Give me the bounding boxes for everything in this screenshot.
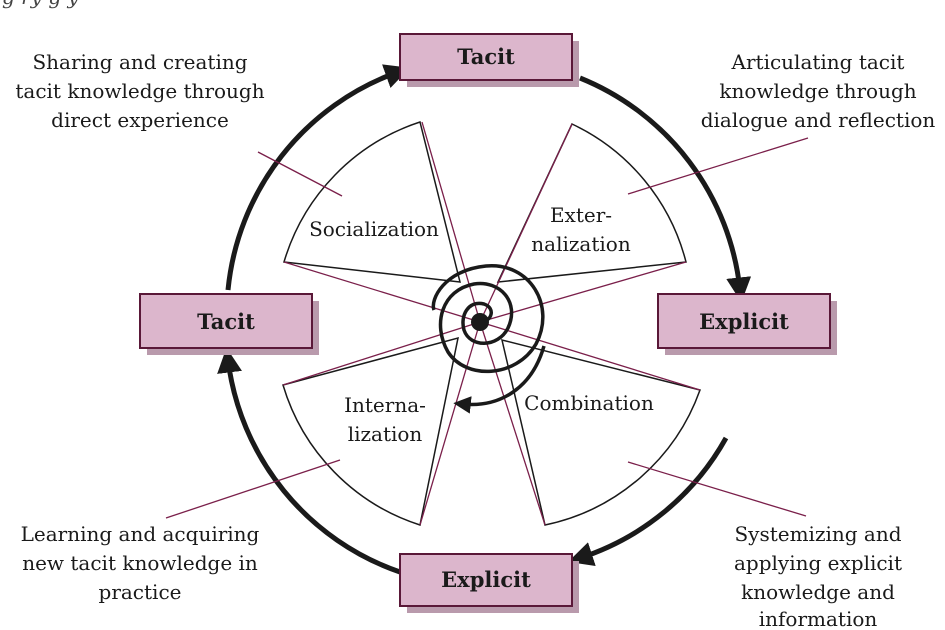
note-bottom-right-4: information [759, 607, 878, 630]
axis-line-upper-right [479, 123, 573, 323]
box-bottom-label: Explicit [441, 567, 531, 592]
spiral-center-dot [471, 313, 489, 331]
spiral-path [431, 264, 545, 373]
box-right-label: Explicit [699, 309, 789, 334]
leader-lines [165, 121, 809, 526]
axis-line-top [421, 121, 481, 323]
axis-line-left-lower [282, 321, 481, 386]
note-bottom-right-3: knowledge and [741, 580, 895, 604]
sector-label-socialization: Socialization [309, 217, 439, 241]
sector-internalization [282, 336, 459, 526]
note-bottom-left-2: new tacit knowledge in [22, 551, 258, 575]
cycle-arc-bottom-right [568, 436, 729, 567]
note-top-right-2: knowledge through [719, 79, 916, 103]
sector-label-internalization-2: lization [348, 422, 423, 446]
axis-line-bottom-left [419, 321, 481, 526]
leader-bottom-left [165, 459, 341, 519]
note-bottom-left-3: practice [99, 580, 182, 604]
note-top-left-1: Sharing and creating [32, 50, 247, 74]
axis-line-right-lower [479, 321, 701, 391]
note-top-right-3: dialogue and reflection [701, 108, 936, 132]
leader-top-right [627, 137, 809, 195]
leader-bottom-right [627, 461, 807, 517]
note-bottom-left-1: Learning and acquiring [21, 522, 260, 546]
spiral-tail-arrow [453, 345, 546, 414]
knowledge-spiral [431, 264, 546, 414]
note-bottom-right-1: Systemizing and [734, 522, 901, 546]
box-left-label: Tacit [197, 309, 255, 334]
cycle-arc-top-right [579, 75, 752, 303]
sector-label-externalization-1: Exter- [550, 203, 612, 227]
cycle-arc-bottom-left [217, 347, 401, 575]
sector-externalization [496, 123, 687, 283]
axis-line-left-upper [283, 261, 481, 323]
header-fragment: g ry g y [2, 0, 80, 9]
box-top-tacit: Tacit [399, 33, 579, 87]
cycle-arc-top-left [225, 64, 410, 291]
sectors [282, 121, 701, 526]
axis-line-right-upper [479, 261, 687, 323]
box-bottom-explicit: Explicit [399, 553, 579, 613]
note-top-right-1: Articulating tacit [731, 50, 905, 74]
note-top-left-2: tacit knowledge through [15, 79, 264, 103]
box-top-label: Tacit [457, 44, 515, 69]
sector-label-combination: Combination [524, 391, 654, 415]
sector-combination [500, 338, 701, 526]
sector-socialization [283, 121, 461, 283]
box-right-explicit: Explicit [657, 293, 837, 355]
sector-label-internalization-1: Interna- [344, 393, 426, 417]
leader-top-left [257, 151, 343, 197]
sector-label-externalization-2: nalization [531, 232, 631, 256]
outer-cycle [217, 64, 752, 575]
note-bottom-right-2: applying explicit [734, 551, 902, 575]
note-top-left-3: direct experience [51, 108, 229, 132]
axis-line-bottom-right [479, 321, 546, 526]
box-left-tacit: Tacit [139, 293, 319, 355]
